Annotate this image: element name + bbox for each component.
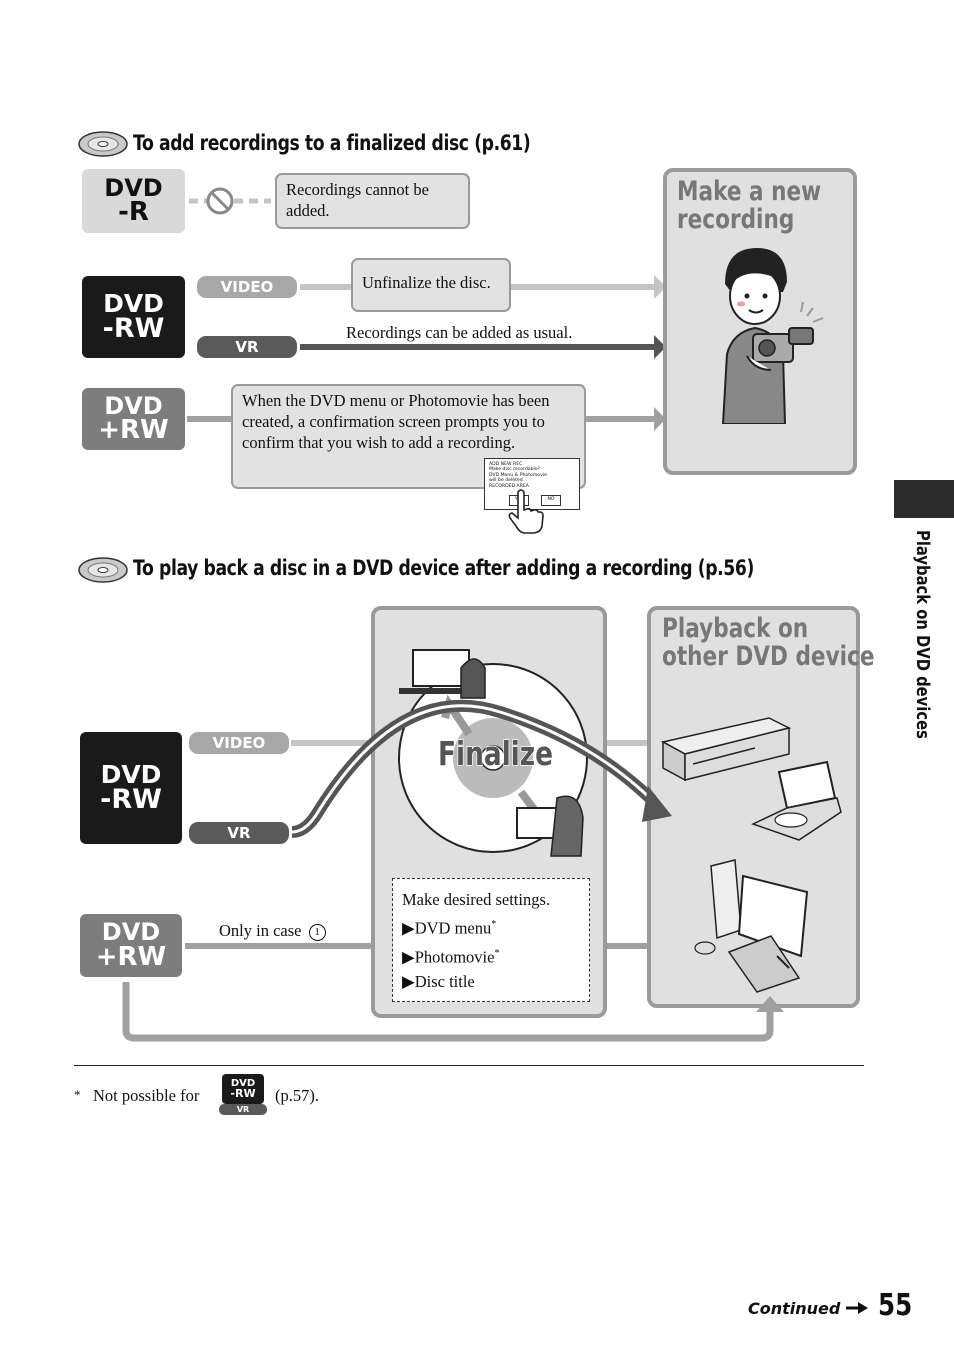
confirm-line: RECORDED AREA — [489, 483, 529, 489]
vr-tag-2: VR — [189, 822, 289, 844]
dvd-plus-rw-badge-2: DVD+RW — [80, 914, 182, 977]
settings-box: Make desired settings. ▶DVD menu* ▶Photo… — [392, 878, 590, 1002]
confirm-line: DVD Menu & Photomovie — [489, 472, 547, 478]
person-camcorder-illustration — [717, 244, 827, 425]
pointing-hand-icon — [508, 488, 544, 534]
section-title-playback: To play back a disc in a DVD device afte… — [133, 556, 754, 580]
footnote-text: Not possible for — [93, 1086, 200, 1105]
only-in-case-label: Only in case 1 — [219, 920, 326, 941]
settings-item: ▶Photomovie* — [402, 947, 500, 966]
side-tab-marker — [894, 480, 954, 518]
section2-connectors — [122, 699, 784, 1042]
dvd-rw-badge-2: DVD-RW — [80, 732, 182, 844]
finalize-label: Finalize — [437, 733, 554, 774]
confirm-line: Make disc recordable? — [489, 467, 541, 473]
video-tag-2: VIDEO — [189, 732, 289, 754]
footnote-divider — [74, 1065, 864, 1066]
dvd-plus-rw-badge: DVD+RW — [82, 388, 185, 450]
footnote-dvd-rw-badge: DVD-RW — [222, 1074, 264, 1104]
arrow-right-icon — [845, 1302, 868, 1314]
disc-icon — [77, 129, 129, 159]
confirm-line: will be deleted. — [489, 478, 525, 484]
no-button[interactable]: NO — [541, 495, 561, 506]
dvd-r-badge: DVD-R — [82, 169, 185, 233]
circled-number: 1 — [308, 924, 326, 941]
footnote-mark: * — [491, 919, 497, 930]
settings-item: ▶Disc title — [402, 972, 475, 991]
confirm-line: ADD NEW REC — [489, 462, 523, 467]
section1-connectors — [187, 275, 666, 431]
footnote-ref: (p.57). — [275, 1086, 319, 1105]
footnote-vr-tag: VR — [219, 1104, 267, 1115]
note-cannot-add: Recordings cannot be added. — [275, 173, 470, 229]
note-added-usual: Recordings can be added as usual. — [346, 323, 573, 342]
finalize-panel: Make desired settings. ▶DVD menu* ▶Photo… — [371, 606, 607, 1018]
note-unfinalize: Unfinalize the disc. — [351, 258, 511, 312]
footnote-mark: * — [494, 947, 500, 959]
dvd-devices-illustration — [659, 716, 849, 996]
prohibited-icon — [187, 186, 273, 216]
dvd-rw-badge: DVD-RW — [82, 276, 185, 358]
settings-title: Make desired settings. — [402, 890, 551, 909]
section-title-add-recordings: To add recordings to a finalized disc (p… — [133, 131, 531, 155]
settings-item: ▶DVD menu* — [402, 918, 497, 938]
video-tag: VIDEO — [197, 276, 297, 298]
side-section-label: Playback on DVD devices — [912, 530, 933, 739]
disc-icon — [77, 555, 129, 585]
continued-label: Continued — [748, 1299, 868, 1318]
footnote-star: * — [74, 1087, 81, 1102]
page-number: 55 — [878, 1288, 913, 1323]
vr-tag: VR — [197, 336, 297, 358]
